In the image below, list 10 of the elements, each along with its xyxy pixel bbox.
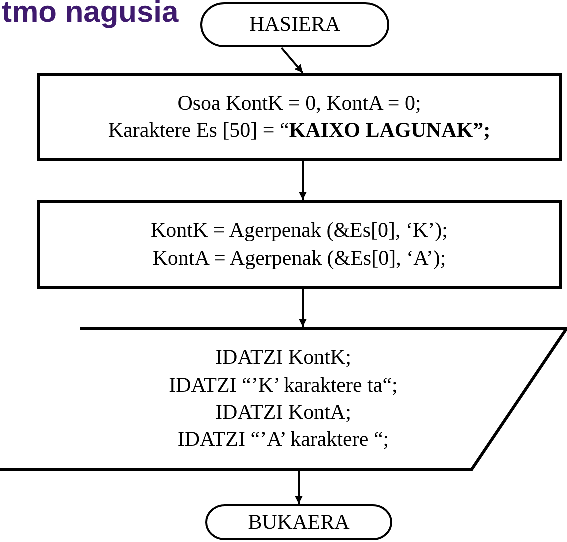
arrow (299, 289, 307, 327)
arrow (280, 47, 304, 74)
node-text: Osoa KontK = 0, KontA = 0; Karaktere Es [50] = “KAIXO LAGUNAK”; (108, 90, 491, 144)
arrow (299, 161, 307, 200)
node-text: HASIERA (249, 11, 340, 38)
node-text: KontK = Agerpenak (&Es[0], ‘K’); KontA = Agerpenak (&Es[0], ‘A’); (150, 217, 448, 272)
node-text: IDATZI KontK; IDATZI “’K’ karaktere ta“; IDATZI KontA; IDATZI “’A’ karaktere “; (169, 344, 398, 454)
diagram-title: tmo nagusia (2, 0, 179, 30)
node-text: BUKAERA (248, 508, 350, 536)
arrow (295, 471, 303, 504)
